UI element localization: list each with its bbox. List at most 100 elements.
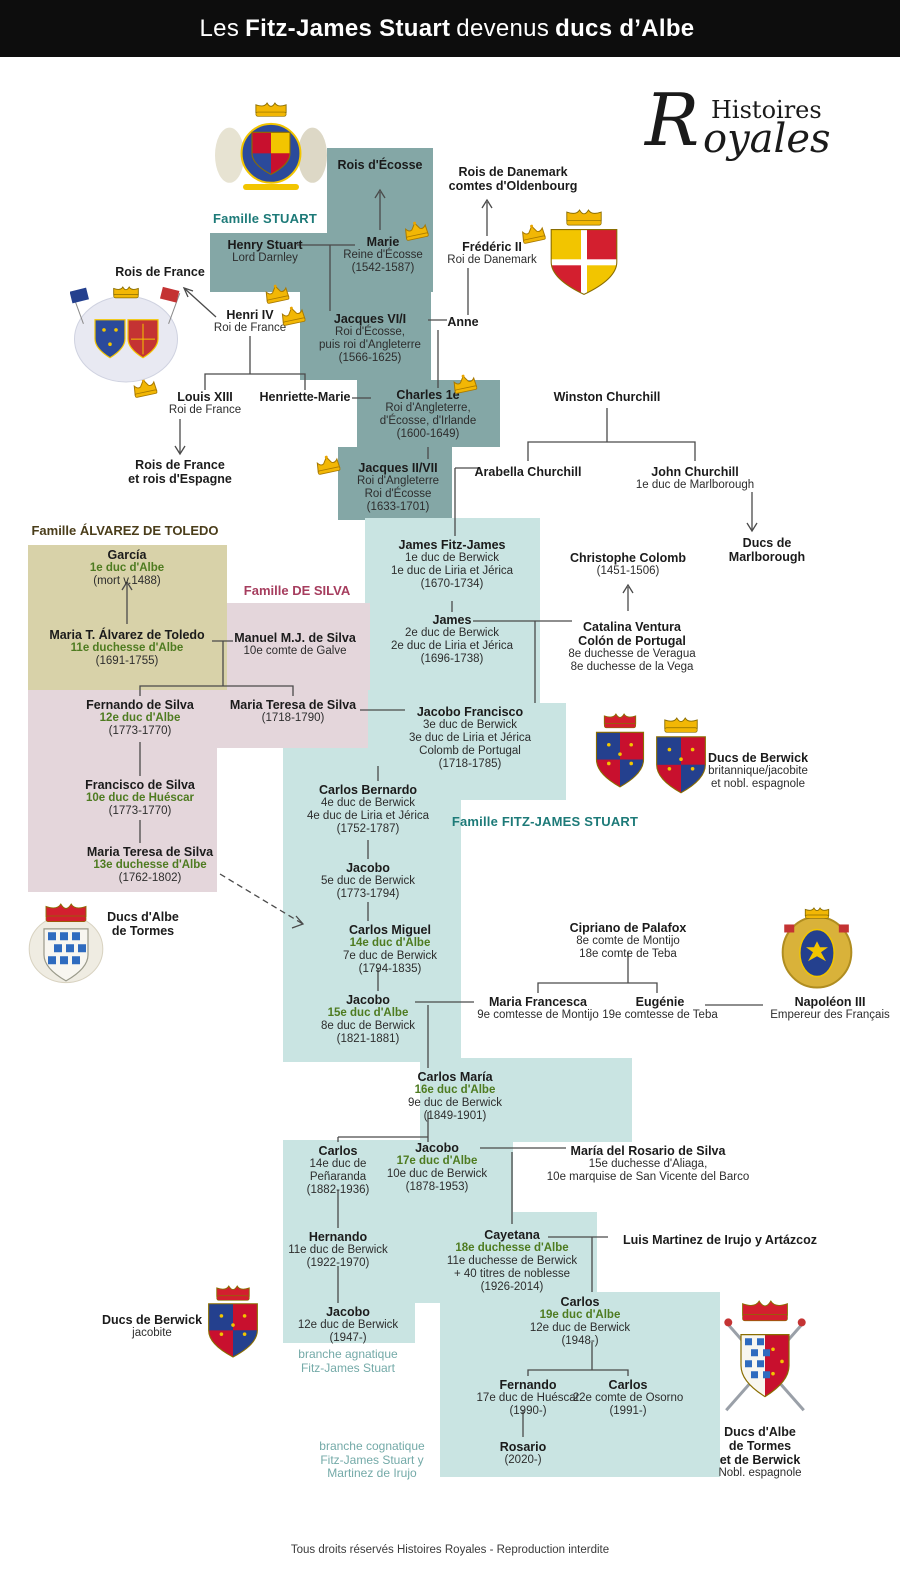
node-text-line: 17e duc d'Albe [396, 1155, 478, 1168]
node-text-line: (1773-1770) [108, 725, 172, 738]
node-christophe-colomb: Christophe Colomb(1451-1506) [570, 551, 686, 578]
node-text-line: 9e comtesse de Montijo [477, 1009, 599, 1022]
node-text-line: (1990-) [509, 1405, 547, 1418]
node-text-line: Anne [447, 315, 479, 329]
node-text-line: (2020-) [504, 1454, 542, 1467]
node-text-line: (1948-) [561, 1335, 599, 1348]
node-luis-martinez: Luis Martinez de Irujo y Artázcoz [623, 1233, 817, 1247]
node-text-line: 2e duc de Liria et Jérica [390, 640, 514, 653]
node-text-line: Henry Stuart [227, 238, 303, 252]
node-text-line: 14e duc de [309, 1158, 367, 1171]
node-text-line: (1821-1881) [336, 1033, 400, 1046]
node-text-line: Famille DE SILVA [243, 583, 351, 598]
node-text-line: Henri IV [226, 308, 274, 322]
node-text-line: Carlos [608, 1378, 648, 1392]
albe-tormes-arms-icon [26, 902, 106, 991]
node-text-line: 4e duc de Liria et Jérica [306, 810, 430, 823]
node-text-line: 10e duc de Huéscar [85, 792, 195, 805]
title-part-bold2: ducs d’Albe [555, 14, 695, 42]
node-text-line: 17e duc de Huéscar [476, 1392, 580, 1405]
node-text-line: 10e marquise de San Vicente del Barco [546, 1171, 750, 1184]
node-text-line: 10e comte de Galve [243, 645, 347, 658]
node-text-line: (1718-1785) [438, 758, 502, 771]
node-text-line: Roi de France [213, 322, 287, 335]
node-text-line: (1926-2014) [480, 1281, 544, 1294]
albe-tormes-berwick-arms-icon [714, 1298, 816, 1425]
node-text-line: 3e duc de Berwick [423, 719, 517, 732]
node-text-line: Fernando [499, 1378, 557, 1392]
node-text-line: Carlos [560, 1295, 600, 1309]
page-title: Les Fitz-James Stuart devenus ducs d’Alb… [0, 0, 900, 57]
node-text-line: Fitz-James Stuart y [320, 1452, 424, 1467]
node-text-line: Carlos Bernardo [319, 783, 417, 797]
node-text-line: Carlos Miguel [349, 923, 431, 937]
berwick-arms-gold-crown-icon [652, 716, 710, 801]
node-text-line: Carlos [318, 1144, 358, 1158]
node-text-line: Famille FITZ-JAMES STUART [451, 814, 639, 829]
node-text-line: Rois de Danemark [458, 165, 568, 179]
node-text-line: María del Rosario de Silva [570, 1144, 726, 1158]
node-text-line: Ducs de Berwick [101, 1313, 203, 1327]
node-text-line: Louis XIII [177, 390, 233, 404]
node-text-line: 12e duc de Berwick [529, 1322, 631, 1335]
node-text-line: (1882-1936) [306, 1184, 370, 1197]
node-text-line: 3e duc de Liria et Jérica [408, 732, 532, 745]
node-text-line: 5e duc de Berwick [321, 875, 415, 888]
node-text-line: (1762-1802) [118, 872, 182, 885]
node-text-line: britannique/jacobite [708, 765, 808, 778]
node-text-line: de Tormes [728, 1439, 792, 1454]
node-text-line: 11e duchesse d'Albe [70, 642, 184, 655]
node-text-line: 4e duc de Berwick [321, 797, 415, 810]
highlight-block-silva-3 [28, 748, 217, 892]
node-text-line: Reine d'Écosse [343, 249, 423, 262]
title-part-middle: devenus [456, 14, 550, 42]
highlight-block-stuart-5 [338, 447, 452, 520]
node-text-line: (1691-1755) [95, 655, 159, 668]
node-maria-teresa-1718: Maria Teresa de Silva(1718-1790) [230, 698, 356, 725]
node-text-line: (1878-1953) [405, 1181, 469, 1194]
logo-letter-r: R [645, 78, 700, 162]
node-text-line: 11e duchesse de Berwick [446, 1255, 578, 1268]
denmark-arms-icon [543, 208, 625, 303]
node-text-line: Arabella Churchill [474, 465, 582, 479]
node-text-line: James Fitz-James [398, 538, 506, 552]
node-text-line: (1696-1738) [420, 653, 484, 666]
node-text-line: (1922-1970) [306, 1257, 370, 1270]
logo-word-oyales: oyales [703, 116, 831, 162]
node-text-line: 11e duc de Berwick [288, 1244, 388, 1257]
node-text-line: (1794-1835) [358, 963, 422, 976]
node-text-line: Lord Darnley [232, 252, 298, 265]
node-text-line: comtes d'Oldenbourg [448, 179, 578, 194]
node-text-line: Carlos María [417, 1070, 493, 1084]
node-text-line: (1670-1734) [420, 578, 484, 591]
node-text-line: Marlborough [728, 550, 806, 565]
node-text-line: Maria T. Álvarez de Toledo [49, 628, 205, 642]
node-text-line: Maria Francesca [489, 995, 587, 1009]
node-text-line: (1947-) [329, 1332, 367, 1345]
node-text-line: Catalina Ventura [583, 620, 681, 634]
node-text-line: 12e duc de Berwick [297, 1319, 399, 1332]
node-text-line: (1566-1625) [338, 352, 402, 365]
highlight-block-stuart-3 [300, 292, 431, 380]
